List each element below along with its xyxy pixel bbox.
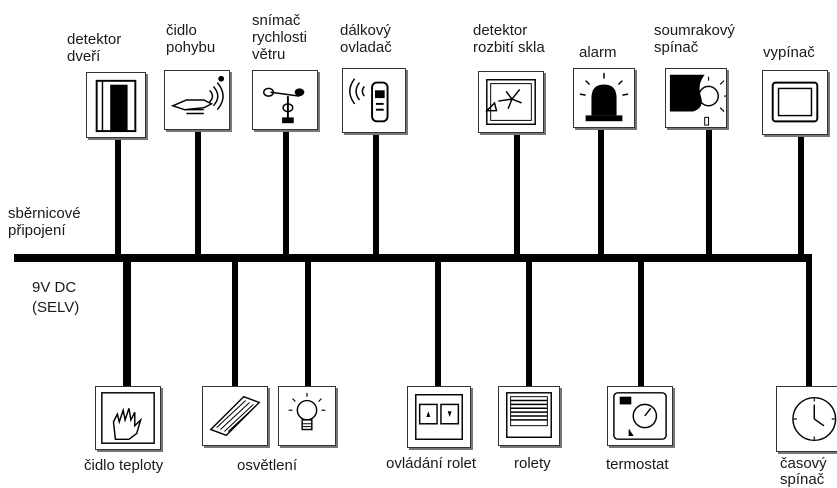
label-door-detector: detektor dveří xyxy=(67,31,122,65)
label-time-switch: časový spínač xyxy=(780,456,827,488)
door-icon xyxy=(95,79,137,133)
drop-alarm xyxy=(598,128,604,256)
thermostat-icon xyxy=(613,392,667,440)
drop-blind-control xyxy=(435,260,441,388)
label-alarm: alarm xyxy=(579,44,617,61)
time-switch-device xyxy=(776,386,837,452)
hand-temperature-icon xyxy=(101,392,155,444)
alarm-device xyxy=(573,68,635,128)
bus-voltage-label: 9V DC (SELV) xyxy=(32,279,80,316)
bus-connection-label: sběrnicové připojení xyxy=(8,205,81,239)
drop-glass-break-detector xyxy=(514,133,520,256)
twilight-icon xyxy=(669,74,726,126)
label-glass-break-detector: detektor rozbití skla xyxy=(473,22,545,56)
label-thermostat: termostat xyxy=(606,456,669,473)
label-remote-control: dálkový ovladač xyxy=(340,22,392,56)
twilight-switch-device xyxy=(665,68,727,128)
drop-lighting xyxy=(232,260,238,388)
remote-icon xyxy=(349,78,389,123)
drop-remote-control xyxy=(373,133,379,256)
temperature-sensor-device xyxy=(95,386,161,450)
drop-door-detector xyxy=(115,138,121,256)
door-detector-device xyxy=(86,72,146,138)
drop-twilight-switch xyxy=(706,128,712,256)
label-temperature-sensor: čidlo teploty xyxy=(84,457,164,474)
drop-motion-sensor xyxy=(195,130,201,256)
drop-time-switch xyxy=(806,260,812,388)
drop-bulb xyxy=(305,260,311,388)
drop-wind-speed-sensor xyxy=(283,130,289,256)
label-switch: vypínač xyxy=(763,44,815,61)
lighting-device xyxy=(202,386,268,446)
remote-control-device xyxy=(342,68,406,133)
blinds-device xyxy=(498,386,560,446)
label-wind-speed-sensor: snímač rychlosti větru xyxy=(252,12,308,63)
wind-speed-sensor-device xyxy=(252,70,318,130)
label-twilight-switch: soumrakový spínač xyxy=(654,22,735,56)
label-lighting: osvětlení xyxy=(237,457,298,474)
label-motion-sensor: čidlo pohybu xyxy=(166,22,216,56)
lighting-panel-icon xyxy=(209,395,261,437)
drop-thermostat xyxy=(638,260,644,388)
drop-temperature-sensor xyxy=(123,260,131,398)
blind-control-device xyxy=(407,386,471,448)
blinds-icon xyxy=(506,392,552,438)
drop-blinds xyxy=(526,260,532,388)
blind-buttons-icon xyxy=(415,394,463,440)
motion-sensor-device xyxy=(164,70,230,130)
switch-icon xyxy=(771,81,819,123)
main-bus-line xyxy=(14,254,812,262)
broken-glass-icon xyxy=(485,79,536,125)
label-blinds: rolety xyxy=(514,455,551,472)
glass-break-detector-device xyxy=(478,71,544,133)
siren-icon xyxy=(579,72,629,122)
label-blind-control: ovládání rolet xyxy=(386,455,477,472)
clock-icon xyxy=(792,396,837,442)
anemometer-icon xyxy=(263,87,305,124)
switch-device xyxy=(762,70,828,135)
drop-switch xyxy=(798,135,804,256)
thermostat-device xyxy=(607,386,673,446)
light-bulb-icon xyxy=(288,392,326,431)
bulb-device xyxy=(278,386,336,446)
motion-hand-icon xyxy=(170,75,225,115)
